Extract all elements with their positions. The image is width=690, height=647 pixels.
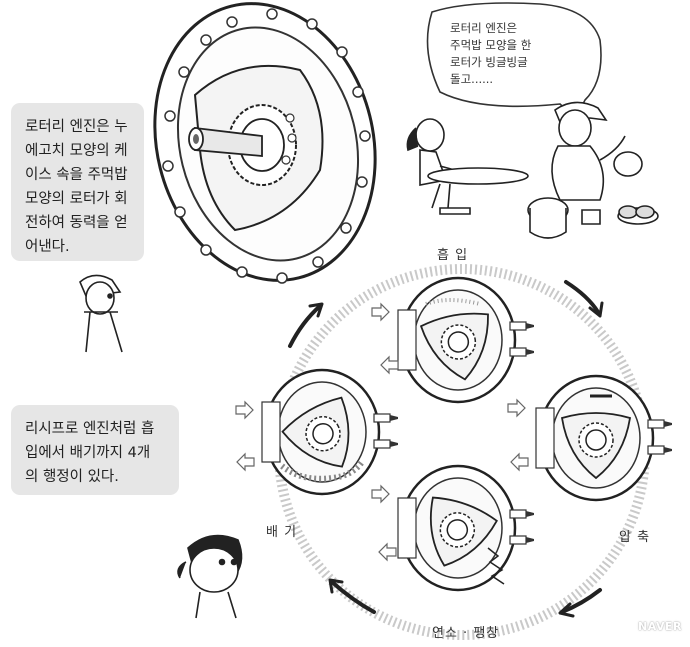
caption-line: 어낸다.	[25, 239, 70, 255]
speech-line: 로터리 엔진은	[450, 21, 518, 35]
rotation-arrows	[288, 280, 604, 618]
combustion-exhaust-arrow-icon	[378, 543, 397, 561]
exhaust-stage-drawing	[260, 368, 399, 496]
caption-line: 에고치 모양의 케	[25, 143, 128, 159]
speech-line: 돌고......	[450, 72, 494, 86]
combustion-intake-arrow-icon	[371, 485, 390, 503]
exhaust-intake-arrow-icon	[235, 401, 254, 419]
caption-line: 의 행정이 있다.	[25, 469, 119, 485]
caption-line: 리시프로 엔진처럼 흡	[25, 421, 155, 437]
speech-line: 주먹밥 모양을 한	[450, 38, 532, 52]
compression-exhaust-arrow-icon	[510, 453, 529, 471]
caption-line: 전하여 동력을 얻	[25, 215, 128, 231]
combustion-label: 연소 · 팽창	[432, 626, 500, 641]
compression-label: 압 축	[619, 530, 651, 545]
intake-label: 흡 입	[437, 248, 469, 263]
caption-line: 로터리 엔진은 누	[25, 119, 128, 135]
intake-stage-drawing	[396, 276, 535, 404]
exhaust-out-arrow-icon	[236, 453, 255, 471]
caption-line: 모양의 로터가 회	[25, 191, 128, 207]
man-with-cap-drawing	[527, 101, 659, 239]
intake-exhaust-arrow-icon	[380, 356, 399, 374]
compression-intake-arrow-icon	[507, 399, 526, 417]
four-strokes-caption: 리시프로 엔진처럼 흡 입에서 배기까지 4개 의 행정이 있다.	[11, 405, 179, 495]
speech-line: 로터가 빙글빙글	[450, 55, 528, 69]
rotary-description-caption: 로터리 엔진은 누 에고치 모양의 케 이스 속을 주먹밥 모양의 로터가 회 …	[11, 103, 144, 261]
intake-air-arrow-icon	[371, 303, 390, 321]
girl-eating-drawing	[406, 118, 529, 215]
speech-bubble-text: 로터리 엔진은 주먹밥 모양을 한 로터가 빙글빙글 돌고......	[450, 20, 531, 88]
boy-with-cap-drawing	[79, 274, 123, 353]
engine-cutaway-drawing	[153, 2, 377, 284]
caption-line: 입에서 배기까지 4개	[25, 445, 151, 461]
caption-line: 이스 속을 주먹밥	[25, 167, 128, 183]
compression-stage-drawing	[534, 374, 673, 502]
exhaust-label: 배 기	[266, 525, 298, 540]
girl-thinking-drawing	[177, 534, 243, 619]
combustion-stage-drawing	[396, 464, 535, 592]
naver-watermark: NAVER	[638, 620, 682, 633]
